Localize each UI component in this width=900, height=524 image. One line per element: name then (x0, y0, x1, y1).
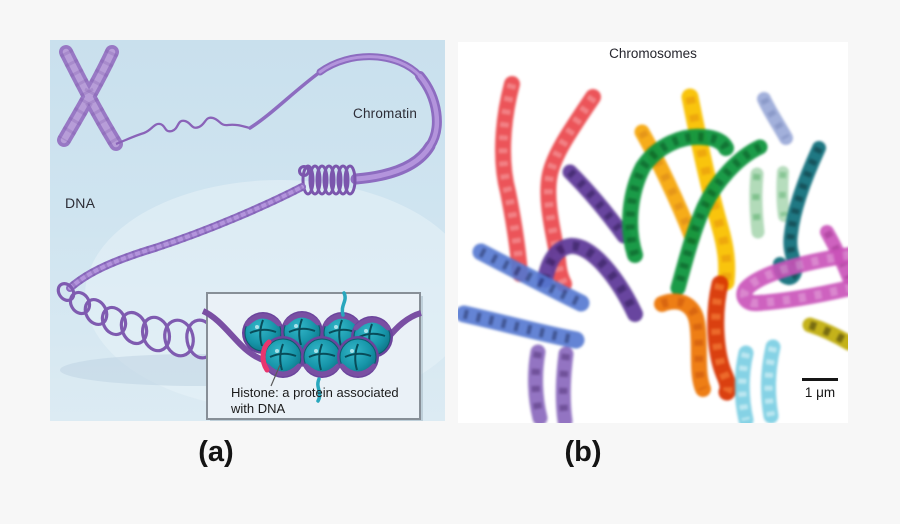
chromosome-magenta-hairpin (736, 247, 848, 312)
chromosome-red-long-bent (540, 89, 601, 292)
scale-bar-label: 1 μm (804, 385, 836, 400)
chromosome-purple-pair-left (528, 344, 548, 423)
histone-tail-bottom (316, 377, 322, 403)
inset-box (206, 292, 421, 420)
histone-highlight-arc (260, 339, 272, 373)
chromosome-olive (802, 317, 848, 351)
chromosome-purple-diagonal (562, 164, 632, 244)
dna-label: DNA (65, 195, 96, 211)
chromatin-loop-illustration (248, 53, 442, 185)
nucleosome-discs (242, 311, 393, 378)
coil-illustration (298, 164, 357, 196)
caption-a: (a) (198, 436, 234, 468)
chromosome-periwinkle-small (757, 92, 793, 145)
panel-b-chromosome-micrograph: Chromosomes 1 μm (458, 42, 848, 423)
chromosome-green-arc (622, 128, 734, 263)
condensed-chromosome-illustration (57, 45, 123, 151)
chromosome-blue-diagonal (472, 243, 590, 312)
chromosome-red-long-left (495, 76, 528, 282)
chromosome-blue-horizontal (458, 305, 585, 349)
chromosome-orange-j (654, 293, 711, 397)
nucleosome-disc (301, 336, 343, 378)
caption-b: (b) (564, 436, 602, 468)
micrograph-title: Chromosomes (609, 46, 697, 61)
nucleosome-disc (337, 336, 379, 378)
chromosome-green-long (670, 139, 768, 296)
histone-label-line1: Histone: a protein associated (231, 385, 399, 400)
panel-a-chromatin-diagram: Histone: a protein associated with DNA C… (50, 40, 445, 421)
chromosome-cyan-pair-left (734, 345, 754, 423)
chromosome-pale-green-a (749, 167, 765, 239)
chromatin-diagram-art: Histone: a protein associated with DNA (56, 45, 445, 421)
chromosome-teal-s (773, 141, 826, 285)
chromosome-pale-green-b (776, 166, 790, 222)
nucleosome-strand-illustration (66, 183, 306, 292)
chromosome-cyan-pair-right (761, 339, 781, 423)
dna-helix-illustration (56, 282, 217, 360)
chromosome-micrograph-art (458, 76, 848, 423)
chromosome-orange-yellow-behind (634, 124, 700, 246)
chromosome-purple-long (537, 238, 643, 322)
histone-inset: Histone: a protein associated with DNA (201, 291, 423, 421)
chromosome-vermillion-vertical (707, 275, 737, 401)
scale-bar: 1 μm (800, 378, 840, 400)
scale-bar-line (802, 378, 838, 381)
histone-label-line2: with DNA (230, 401, 286, 416)
histone-pointer-line (270, 364, 281, 387)
dna-squiggle (115, 116, 251, 146)
histone-tail-top (340, 291, 347, 317)
chromosome-layer (458, 76, 848, 423)
chromosome-purple-pair-right (555, 346, 574, 423)
chromatin-label: Chromatin (353, 106, 418, 121)
